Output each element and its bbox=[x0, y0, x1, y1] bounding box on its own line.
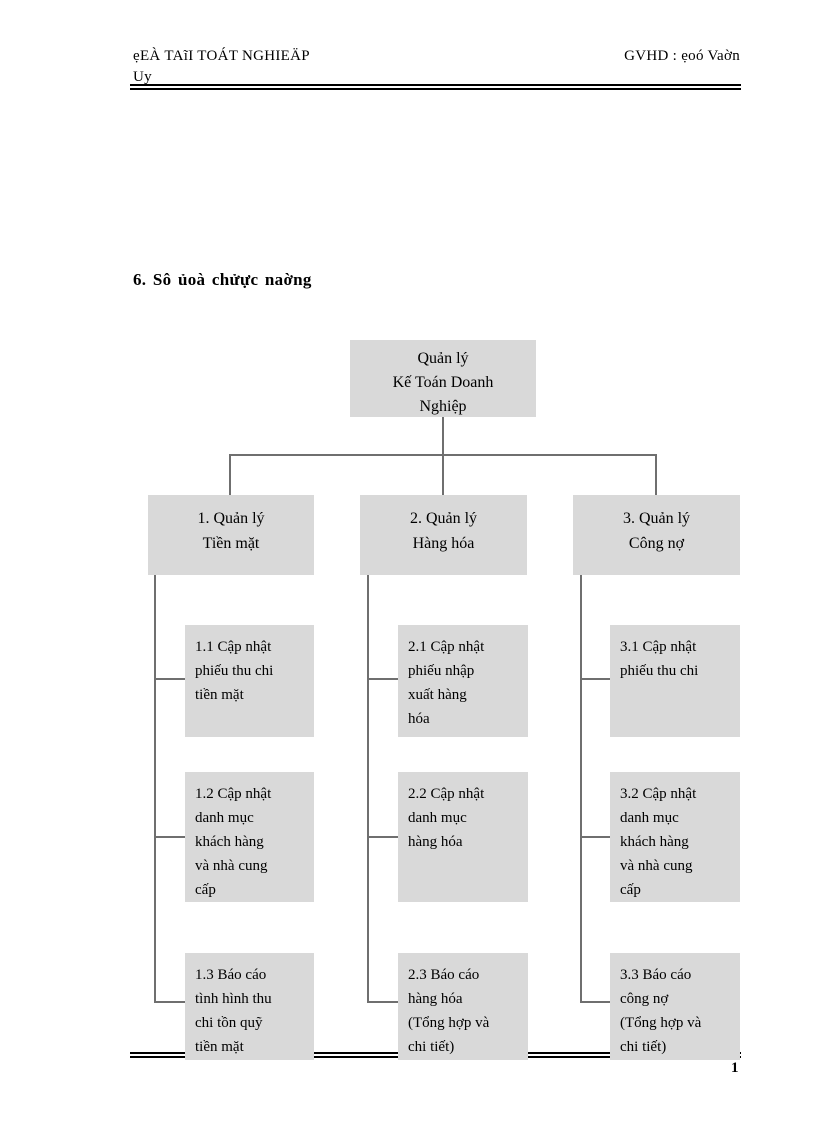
org-box-2-2: 2.2 Cập nhật danh mục hàng hóa bbox=[398, 772, 528, 902]
org-box-3-2: 3.2 Cập nhật danh mục khách hàng và nhà … bbox=[610, 772, 740, 902]
connector-3-3-stub bbox=[580, 1001, 610, 1003]
header-left: ẹEÀ TAĩI TOÁT NGHIEÄP Uy bbox=[133, 46, 310, 88]
org-box-2-1: 2.1 Cập nhật phiếu nhập xuất hàng hóa bbox=[398, 625, 528, 737]
header-right: GVHD : ẹoó Vaờn bbox=[624, 48, 740, 64]
connector-branch1-stub bbox=[229, 454, 231, 496]
org-box-2-3: 2.3 Báo cáo hàng hóa (Tổng hợp và chi ti… bbox=[398, 953, 528, 1060]
org-box-3-1: 3.1 Cập nhật phiếu thu chi bbox=[610, 625, 740, 737]
org-box-1-2: 1.2 Cập nhật danh mục khách hàng và nhà … bbox=[185, 772, 314, 902]
section-heading: 6. Sô ủoà chửực naờng bbox=[133, 270, 312, 289]
org-box-root: Quản lý Kế Toán Doanh Nghiệp bbox=[350, 340, 536, 417]
header-title-line1: ẹEÀ TAĩI TOÁT NGHIEÄP bbox=[133, 48, 310, 64]
connector-col1-spine bbox=[154, 575, 156, 1003]
connector-1-3-stub bbox=[154, 1001, 185, 1003]
connector-1-2-stub bbox=[154, 836, 185, 838]
connector-col3-spine bbox=[580, 575, 582, 1003]
connector-branch3-stub bbox=[655, 454, 657, 496]
header-title-line2: Uy bbox=[133, 69, 152, 85]
connector-2-1-stub bbox=[367, 678, 398, 680]
org-box-branch-1: 1. Quản lý Tiền mặt bbox=[148, 495, 314, 575]
org-box-branch-2: 2. Quản lý Hàng hóa bbox=[360, 495, 527, 575]
org-box-1-3: 1.3 Báo cáo tình hình thu chi tồn quỹ ti… bbox=[185, 953, 314, 1060]
org-box-1-1: 1.1 Cập nhật phiếu thu chi tiền mặt bbox=[185, 625, 314, 737]
connector-2-2-stub bbox=[367, 836, 398, 838]
connector-3-2-stub bbox=[580, 836, 610, 838]
header-rule bbox=[130, 84, 741, 90]
org-box-branch-3: 3. Quản lý Công nợ bbox=[573, 495, 740, 575]
connector-1-1-stub bbox=[154, 678, 185, 680]
org-box-3-3: 3.3 Báo cáo công nợ (Tổng hợp và chi tiế… bbox=[610, 953, 740, 1060]
connector-horizontal bbox=[229, 454, 657, 456]
connector-col2-spine bbox=[367, 575, 369, 1003]
connector-2-3-stub bbox=[367, 1001, 398, 1003]
connector-root-vertical bbox=[442, 416, 444, 496]
page-number: 1 bbox=[731, 1060, 739, 1076]
connector-3-1-stub bbox=[580, 678, 610, 680]
